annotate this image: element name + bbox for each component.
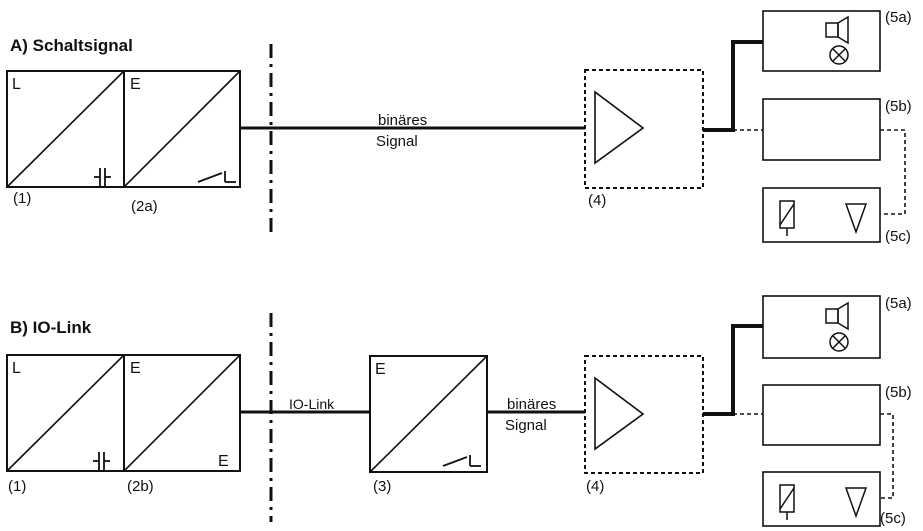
- section-b-output-5b: (5b): [762, 384, 912, 446]
- switch-icon: [442, 455, 481, 467]
- output-5b-frame: [762, 384, 881, 446]
- section-b-box-3: E (3): [369, 355, 488, 495]
- output-5c-frame: [762, 471, 881, 527]
- section-a-output-5b: (5b): [762, 98, 912, 161]
- output-5b-number: (5b): [885, 384, 912, 401]
- output-5a-frame: [762, 295, 881, 359]
- output-5a-connection: [703, 40, 763, 132]
- section-a: A) Schaltsignal L (1) E (2a): [6, 9, 912, 245]
- section-a-output-5a: (5a): [762, 9, 912, 72]
- section-a-amplifier: (4): [584, 69, 704, 209]
- amplifier-frame: [584, 355, 704, 474]
- section-b-title: B) IO-Link: [10, 318, 92, 337]
- box-2a-diagonal: [123, 70, 241, 188]
- section-b-output-5c: (5c): [762, 471, 906, 527]
- io-link-label: IO-Link: [289, 396, 335, 412]
- amplifier-number: (4): [586, 478, 604, 495]
- box-2b-diagonal: [123, 354, 241, 472]
- box-3-letter: E: [375, 361, 386, 378]
- box-2a-number: (2a): [131, 198, 158, 215]
- box-3-number: (3): [373, 478, 391, 495]
- section-a-output-5c: (5c): [762, 187, 911, 245]
- horn-icon: [825, 301, 849, 331]
- signal-label-line1: binäres: [507, 396, 556, 413]
- box-2b-bottom-letter: E: [218, 453, 229, 470]
- triangle-icon: [844, 487, 868, 519]
- output-5c-number: (5c): [880, 510, 906, 527]
- output-5b-frame: [762, 98, 881, 161]
- output-5c-connection: [880, 129, 906, 215]
- capacitor-icon: [94, 168, 111, 186]
- box-3-frame: [369, 355, 488, 473]
- section-b-box-1: L (1): [6, 354, 125, 495]
- section-b: B) IO-Link L (1) E E (2b) IO-Link: [6, 295, 912, 527]
- switch-icon: [197, 171, 236, 183]
- output-5a-number: (5a): [885, 295, 912, 312]
- amplifier-frame: [584, 69, 704, 189]
- box-1-letter: L: [12, 360, 21, 377]
- output-5a-frame: [762, 10, 881, 72]
- signal-label-line2: Signal: [376, 133, 418, 150]
- section-a-title: A) Schaltsignal: [10, 36, 133, 55]
- horn-icon: [825, 15, 849, 45]
- box-3-diagonal: [369, 355, 488, 473]
- box-1-letter: L: [12, 76, 21, 93]
- output-5c-number: (5c): [885, 228, 911, 245]
- section-a-box-1: L (1): [6, 70, 125, 207]
- section-b-amplifier: (4): [584, 355, 704, 495]
- signal-label-line2: Signal: [505, 417, 547, 434]
- amplifier-triangle-icon: [594, 376, 645, 451]
- output-5a-connection: [703, 324, 763, 416]
- triangle-icon: [844, 203, 868, 235]
- box-1-diagonal: [6, 354, 125, 472]
- box-1-number: (1): [8, 478, 26, 495]
- box-2b-number: (2b): [127, 478, 154, 495]
- section-b-box-2b: E E (2b): [123, 354, 241, 495]
- output-5c-frame: [762, 187, 881, 243]
- section-a-box-2a: E (2a): [123, 70, 241, 215]
- box-2a-letter: E: [130, 76, 141, 93]
- output-5b-number: (5b): [885, 98, 912, 115]
- relay-coil-icon: [779, 484, 795, 520]
- signal-label-line1: binäres: [378, 112, 427, 129]
- box-2b-top-letter: E: [130, 360, 141, 377]
- capacitor-icon: [93, 452, 110, 470]
- section-b-output-5a: (5a): [762, 295, 912, 359]
- lamp-icon: [829, 332, 849, 352]
- amplifier-triangle-icon: [594, 90, 645, 165]
- relay-coil-icon: [779, 200, 795, 236]
- box-1-diagonal: [6, 70, 125, 188]
- amplifier-number: (4): [588, 192, 606, 209]
- box-1-number: (1): [13, 190, 31, 207]
- output-5a-number: (5a): [885, 9, 912, 26]
- output-5c-connection: [880, 413, 894, 499]
- lamp-icon: [829, 45, 849, 65]
